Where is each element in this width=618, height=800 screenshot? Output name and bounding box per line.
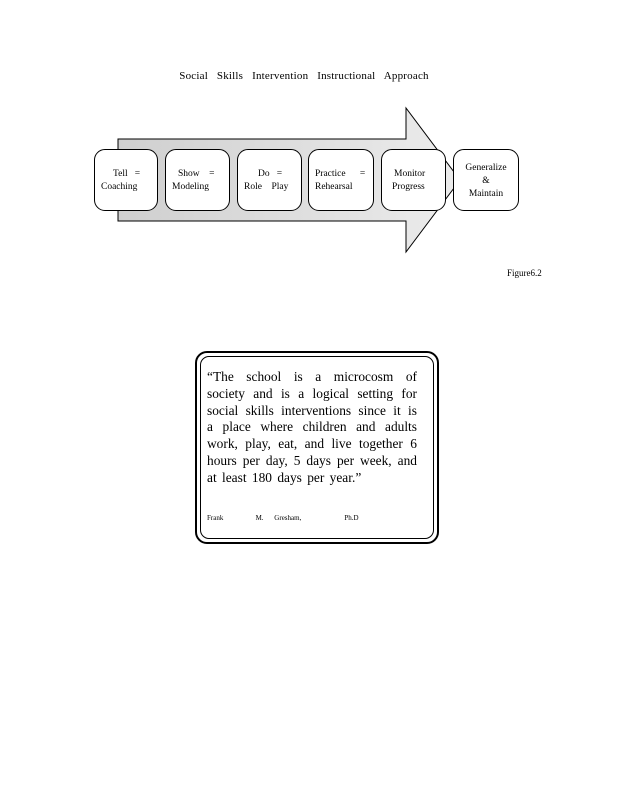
step-practice-label: Practice = xyxy=(315,169,366,179)
step-do-label: Do = xyxy=(258,169,283,179)
figure-label: Figure6.2 xyxy=(507,268,542,278)
step-ampersand-label: & xyxy=(482,176,490,186)
process-arrow xyxy=(117,106,461,254)
quote-inner-border xyxy=(200,356,434,539)
step-role-play-label: Role Play xyxy=(244,182,289,192)
step-monitor-label: Monitor xyxy=(394,169,426,179)
step-rehearsal-label: Rehearsal xyxy=(315,182,353,192)
step-show-modeling: Show = Modeling xyxy=(165,149,230,211)
step-do-role-play: Do = Role Play xyxy=(237,149,302,211)
step-monitor-progress: Monitor Progress xyxy=(381,149,446,211)
quote-box: “The school is a microcosm of society an… xyxy=(195,351,439,544)
diagram-title: Social Skills Intervention Instructional… xyxy=(179,70,429,82)
step-maintain-label: Maintain xyxy=(468,189,504,199)
step-practice-rehearsal: Practice = Rehearsal xyxy=(308,149,374,211)
step-tell-coaching: Tell = Coaching xyxy=(94,149,158,211)
quote-text: “The school is a microcosm of society an… xyxy=(207,369,417,485)
step-generalize-label: Generalize xyxy=(465,163,507,173)
step-progress-label: Progress xyxy=(392,182,425,192)
step-generalize-maintain: Generalize & Maintain xyxy=(453,149,519,211)
step-coaching-label: Coaching xyxy=(101,182,138,192)
step-tell-label: Tell = xyxy=(113,169,141,179)
quote-author: Frank M. Gresham, Ph.D xyxy=(207,514,359,522)
step-modeling-label: Modeling xyxy=(172,182,209,192)
step-show-label: Show = xyxy=(178,169,215,179)
